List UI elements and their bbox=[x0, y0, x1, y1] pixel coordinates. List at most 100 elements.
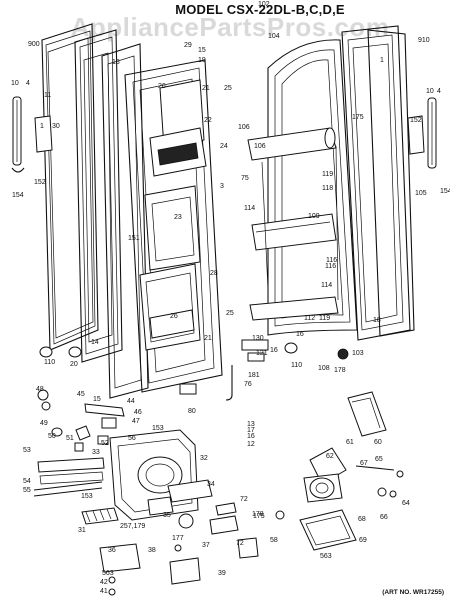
part-callout: 12 bbox=[247, 441, 255, 448]
art-number: (ART NO. WR17255) bbox=[382, 589, 444, 596]
part-callout: 110 bbox=[291, 362, 302, 369]
dispenser-parts bbox=[33, 389, 404, 596]
part-callout: 153 bbox=[152, 425, 164, 432]
part-callout: 109 bbox=[308, 213, 320, 220]
fresh-food-handle bbox=[407, 97, 437, 169]
part-callout: 29 bbox=[184, 42, 192, 49]
part-callout: 154 bbox=[440, 188, 450, 195]
part-callout: 65 bbox=[375, 456, 383, 463]
part-callout: 76 bbox=[244, 381, 252, 388]
part-callout: 14 bbox=[91, 339, 99, 346]
part-callout: 33 bbox=[92, 449, 100, 456]
part-callout: 15 bbox=[198, 47, 206, 54]
part-callout: 3 bbox=[220, 183, 224, 190]
part-callout: 35 bbox=[163, 512, 171, 519]
part-callout: 37 bbox=[202, 542, 210, 549]
part-callout: 112 bbox=[304, 315, 315, 322]
part-callout: 10 bbox=[426, 88, 434, 95]
part-callout: 119 bbox=[319, 315, 330, 322]
door-shelves bbox=[247, 127, 339, 321]
part-callout: 151 bbox=[128, 235, 140, 242]
part-callout: 31 bbox=[78, 527, 86, 534]
part-callout: 1 bbox=[40, 123, 44, 130]
part-callout: 72 bbox=[236, 540, 244, 547]
part-callout: 30 bbox=[52, 123, 60, 130]
part-callout: 66 bbox=[380, 514, 388, 521]
part-callout: 38 bbox=[148, 547, 156, 554]
part-callout: 75 bbox=[241, 175, 249, 182]
part-callout: 58 bbox=[270, 537, 278, 544]
part-callout: 104 bbox=[268, 33, 280, 40]
part-callout: 39 bbox=[218, 570, 226, 577]
part-callout: 103 bbox=[352, 350, 364, 357]
part-callout: 55 bbox=[23, 487, 31, 494]
part-callout: 19 bbox=[198, 57, 206, 64]
fresh-food-door-panel bbox=[341, 25, 411, 341]
part-callout: 53 bbox=[23, 447, 31, 454]
part-callout: 61 bbox=[346, 439, 354, 446]
part-callout: 80 bbox=[188, 408, 196, 415]
part-callout: 116 bbox=[325, 263, 336, 270]
part-callout: 49 bbox=[40, 420, 48, 427]
diagram-title: MODEL CSX-22DL-B,C,D,E bbox=[175, 2, 345, 17]
part-callout: 72 bbox=[240, 496, 248, 503]
part-callout: 130 bbox=[252, 335, 264, 342]
part-callout: 175 bbox=[352, 114, 364, 121]
freezer-door-panel bbox=[74, 29, 123, 363]
part-callout: 18 bbox=[373, 317, 381, 324]
part-callout: 1 bbox=[380, 57, 384, 64]
part-callout: 16 bbox=[296, 331, 304, 338]
hinge-parts bbox=[39, 339, 349, 401]
part-callout: 121 bbox=[256, 350, 268, 357]
part-callout: 106 bbox=[254, 143, 266, 150]
part-callout: 114 bbox=[321, 282, 332, 289]
part-callout: 26 bbox=[158, 83, 166, 90]
part-callout: 36 bbox=[108, 547, 116, 554]
part-callout: 900 bbox=[28, 41, 40, 48]
part-callout: 50 bbox=[48, 433, 56, 440]
part-callout: 41 bbox=[100, 588, 108, 595]
part-callout: 56 bbox=[128, 435, 136, 442]
fresh-food-gasket bbox=[367, 29, 415, 337]
part-callout: 25 bbox=[226, 310, 234, 317]
part-callout: 106 bbox=[238, 124, 250, 131]
freezer-liner bbox=[124, 59, 223, 393]
part-callout: 118 bbox=[322, 185, 333, 192]
part-callout: 28 bbox=[210, 270, 218, 277]
part-callout: 175 bbox=[253, 513, 265, 520]
part-callout: 34 bbox=[207, 481, 215, 488]
part-callout: 60 bbox=[374, 439, 382, 446]
part-callout: 18 bbox=[112, 59, 120, 66]
part-callout: 563 bbox=[320, 553, 332, 560]
part-callout: 20 bbox=[70, 361, 78, 368]
part-callout: 47 bbox=[132, 418, 140, 425]
watermark: AppliancePartsPros.com bbox=[70, 12, 390, 42]
part-callout: 910 bbox=[418, 37, 430, 44]
part-callout: 15 bbox=[93, 396, 101, 403]
part-callout: 25 bbox=[224, 85, 232, 92]
freezer-door-liner bbox=[101, 43, 149, 399]
part-callout: 119 bbox=[322, 171, 333, 178]
part-callout: 42 bbox=[100, 579, 108, 586]
part-callout: 16 bbox=[270, 347, 278, 354]
part-callout: 68 bbox=[358, 516, 366, 523]
part-callout: 22 bbox=[204, 117, 212, 124]
part-callout: 105 bbox=[415, 190, 427, 197]
part-callout: 178 bbox=[334, 367, 346, 374]
part-callout: 257,179 bbox=[120, 523, 145, 530]
part-callout: 116 bbox=[326, 257, 337, 264]
part-callout: 62 bbox=[326, 453, 334, 460]
part-callout: 177 bbox=[172, 535, 184, 542]
part-callout: 24 bbox=[220, 143, 228, 150]
part-callout: 178 bbox=[252, 511, 264, 518]
freezer-door-gasket bbox=[41, 23, 99, 351]
part-callout: 32 bbox=[200, 455, 208, 462]
part-callout: 21 bbox=[202, 85, 210, 92]
part-callout: 48 bbox=[36, 386, 44, 393]
freezer-handle bbox=[11, 96, 53, 173]
part-callout: 154 bbox=[12, 192, 24, 199]
part-callout: 10 bbox=[11, 80, 19, 87]
part-callout: 67 bbox=[360, 460, 368, 467]
part-callout: 563 bbox=[102, 570, 114, 577]
